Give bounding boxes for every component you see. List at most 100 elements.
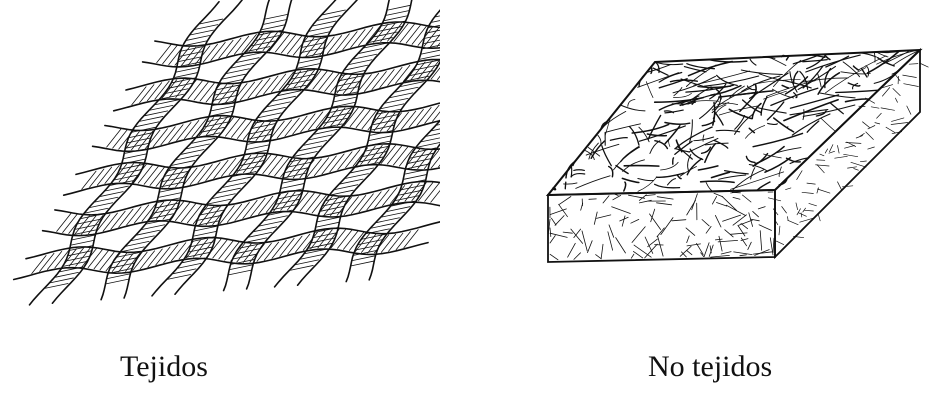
fiber bbox=[877, 113, 882, 118]
warp-hatch bbox=[177, 67, 200, 72]
fiber bbox=[731, 233, 748, 234]
fiber bbox=[631, 254, 634, 258]
weft-hatch bbox=[127, 207, 141, 225]
fiber bbox=[675, 127, 712, 149]
warp-hatch bbox=[299, 58, 322, 63]
fiber bbox=[550, 228, 551, 237]
fiber bbox=[715, 239, 722, 240]
warp-hatch bbox=[230, 265, 253, 270]
warp-hatch bbox=[328, 113, 351, 118]
warp-hatch bbox=[372, 125, 395, 130]
fiber bbox=[559, 197, 571, 205]
warp-hatch bbox=[324, 118, 347, 123]
fiber bbox=[874, 52, 875, 62]
fiber bbox=[709, 60, 747, 62]
weft-hatch bbox=[182, 47, 196, 65]
warp-hatch bbox=[345, 65, 368, 70]
fiber bbox=[739, 220, 753, 225]
fiber bbox=[753, 133, 802, 146]
fiber bbox=[773, 238, 774, 253]
fiber bbox=[863, 122, 871, 128]
weft-hatch bbox=[157, 45, 171, 63]
fiber bbox=[742, 195, 751, 202]
weft-hatch bbox=[219, 241, 233, 259]
woven-yarns bbox=[14, 0, 440, 305]
fiber bbox=[723, 215, 741, 221]
weft-hatch bbox=[287, 36, 301, 54]
weft-hatch bbox=[107, 129, 121, 147]
weft-hatch bbox=[231, 119, 245, 137]
fiber bbox=[609, 167, 613, 177]
weft-hatch bbox=[171, 243, 185, 261]
weft-hatch bbox=[431, 150, 440, 168]
weft-hatch bbox=[306, 38, 320, 56]
fiber bbox=[571, 229, 583, 243]
weft-hatch bbox=[88, 250, 102, 268]
fiber bbox=[559, 204, 568, 216]
fiber bbox=[794, 71, 798, 83]
warp-hatch bbox=[369, 136, 392, 141]
fiber bbox=[612, 207, 631, 214]
fiber bbox=[598, 135, 601, 146]
weft-hatch bbox=[113, 130, 127, 148]
fiber bbox=[903, 75, 917, 77]
warp-hatch bbox=[381, 104, 404, 109]
weft-hatch bbox=[279, 72, 293, 90]
fiber bbox=[725, 230, 734, 237]
warp-hatch bbox=[359, 240, 382, 245]
fiber bbox=[550, 233, 567, 237]
fiber bbox=[807, 183, 815, 184]
warp-hatch bbox=[301, 254, 324, 259]
fiber bbox=[705, 143, 728, 145]
warp-hatch bbox=[362, 234, 385, 239]
weft-hatch bbox=[425, 183, 439, 201]
fiber bbox=[614, 106, 620, 113]
warp-hatch bbox=[212, 106, 235, 111]
warp-hatch bbox=[178, 263, 201, 268]
warp-hatch bbox=[258, 113, 281, 118]
fiber bbox=[638, 179, 653, 181]
fiber bbox=[608, 232, 613, 250]
fiber bbox=[838, 146, 840, 154]
fiber bbox=[550, 254, 558, 259]
nonwoven-fabric-illustration bbox=[470, 0, 931, 340]
fiber bbox=[731, 172, 784, 190]
fiber bbox=[658, 236, 664, 256]
fiber bbox=[761, 97, 767, 115]
weft-hatch bbox=[164, 245, 178, 263]
fiber bbox=[712, 196, 716, 204]
warp-hatch bbox=[69, 251, 92, 256]
fiber bbox=[733, 197, 740, 199]
fiber bbox=[655, 141, 668, 149]
fiber bbox=[741, 70, 782, 75]
weft-hatch bbox=[264, 242, 278, 260]
weft-hatch bbox=[225, 118, 239, 136]
fiber bbox=[760, 231, 762, 251]
warp-hatch bbox=[156, 203, 179, 208]
woven-caption: Tejidos bbox=[120, 350, 208, 384]
fiber bbox=[638, 178, 656, 192]
weft-hatch bbox=[138, 165, 152, 183]
fiber bbox=[719, 175, 746, 179]
warp-hatch bbox=[334, 97, 357, 102]
warp-hatch bbox=[282, 183, 305, 188]
fiber bbox=[645, 244, 658, 258]
fiber bbox=[706, 182, 713, 191]
fiber bbox=[751, 168, 755, 179]
fiber bbox=[862, 68, 868, 77]
fiber bbox=[765, 158, 790, 173]
fiber bbox=[826, 56, 849, 67]
fiber bbox=[740, 255, 747, 256]
fiber bbox=[748, 242, 752, 249]
fiber bbox=[759, 225, 771, 231]
weft-hatch bbox=[281, 35, 295, 53]
fiber bbox=[842, 186, 852, 187]
warp-hatch bbox=[187, 36, 210, 41]
fiber bbox=[875, 123, 880, 124]
warp-hatch bbox=[78, 219, 101, 224]
fiber bbox=[668, 179, 676, 185]
fiber bbox=[574, 253, 581, 260]
fiber bbox=[733, 215, 747, 225]
fiber bbox=[830, 145, 833, 152]
warp-hatch bbox=[175, 73, 198, 78]
